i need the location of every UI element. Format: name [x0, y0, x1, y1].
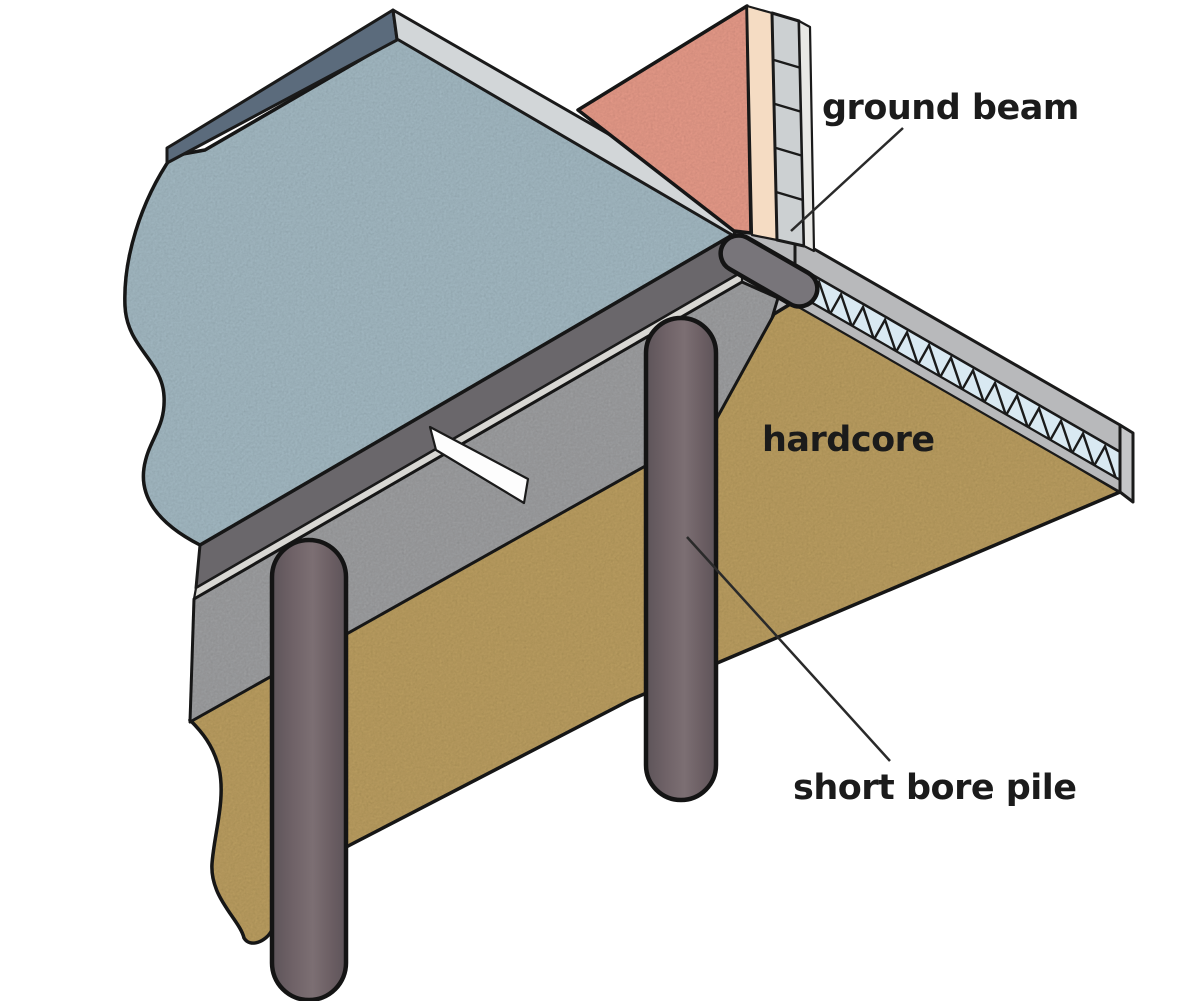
ground-beam-label: ground beam [822, 88, 1079, 128]
block-joint [773, 58, 802, 70]
floor-slab-top [123, 36, 736, 547]
wall-block-side-face [797, 19, 816, 253]
block-joint [775, 146, 804, 158]
ground-beam-capsule [718, 233, 820, 309]
strip-end-face [1118, 423, 1135, 504]
short-bore-pile-leader-line [686, 536, 891, 762]
short-bore-pile-left [269, 537, 349, 1001]
block-joint [774, 102, 803, 114]
insulation-zigzag [795, 268, 1118, 479]
short-bore-pile-center [643, 315, 719, 803]
hardcore-label: hardcore [762, 420, 935, 460]
wall-assembly [576, 4, 816, 253]
block-joint [775, 190, 804, 202]
slab-strip-beyond-wall [793, 236, 1135, 504]
short-bore-pile-label: short bore pile [793, 768, 1077, 808]
ground-beam-leader-line [790, 127, 904, 232]
beam-step-highlight [428, 425, 530, 505]
